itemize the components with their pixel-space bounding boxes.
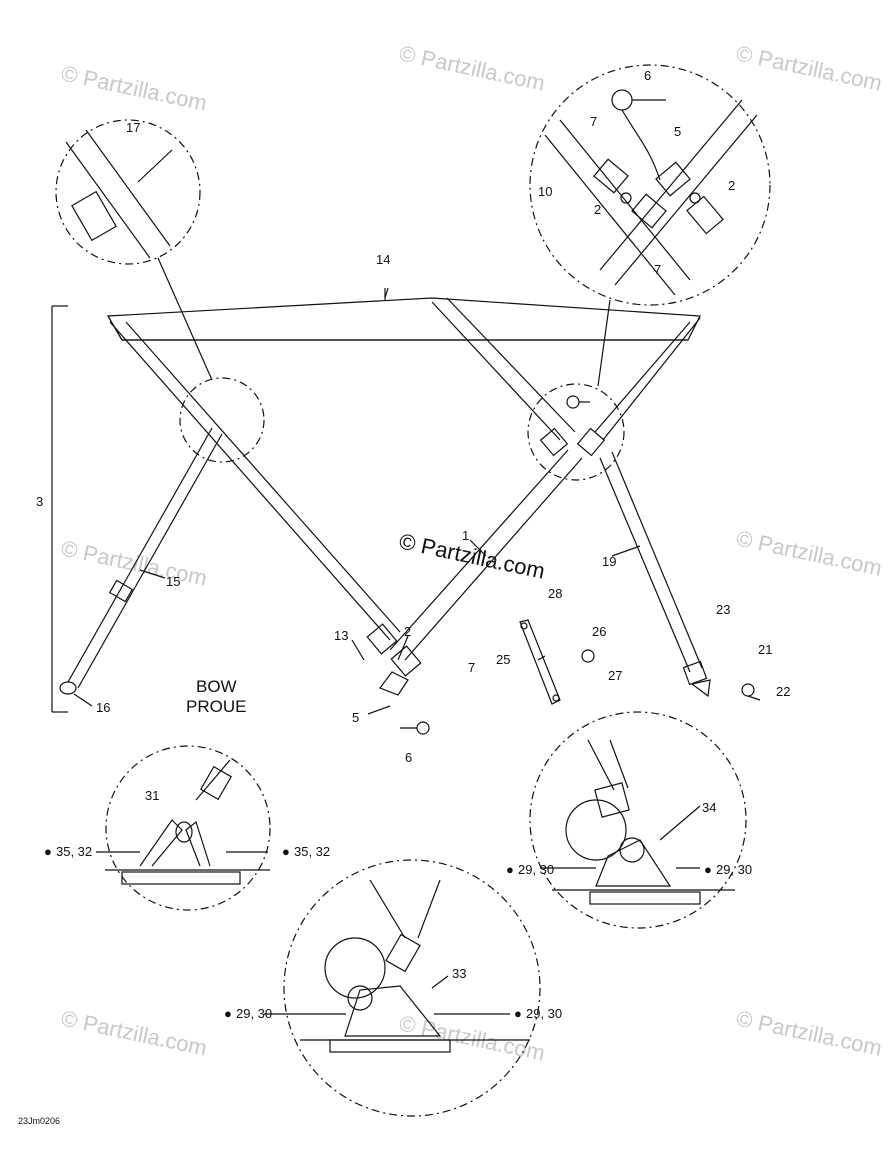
note-35-32-right: 35, 32 <box>294 844 330 859</box>
label-2: 2 <box>404 624 411 639</box>
drop-icon: ● <box>224 1006 232 1021</box>
main-bow-tube <box>379 449 583 696</box>
label-6: 6 <box>405 750 412 765</box>
label-7: 7 <box>590 114 597 129</box>
part-labels: 1 2 2 2 3 5 5 6 6 7 7 7 10 13 14 15 16 1… <box>36 68 790 981</box>
bow-label: BOW PROUE <box>186 677 246 716</box>
note-35-32-left: 35, 32 <box>56 844 92 859</box>
watermark-text: © Partzilla.com <box>59 60 209 115</box>
label-21: 21 <box>758 642 772 657</box>
label-1: 1 <box>462 528 469 543</box>
note-29-30: 29, 30 <box>716 862 752 877</box>
label-10: 10 <box>538 184 552 199</box>
label-19: 19 <box>602 554 616 569</box>
label-2: 2 <box>728 178 735 193</box>
proue-text: PROUE <box>186 697 246 716</box>
drop-icon: ● <box>506 862 514 877</box>
right-strut <box>599 451 711 698</box>
detail-circles <box>55 64 771 1117</box>
lubricant-notes: ● 35, 32 ● 35, 32 ● 29, 30 ● 29, 30 ● 29… <box>44 844 752 1021</box>
label-27: 27 <box>608 668 622 683</box>
note-29-30: 29, 30 <box>236 1006 272 1021</box>
pin-assemblies <box>400 395 761 735</box>
label-7: 7 <box>468 660 475 675</box>
label-14: 14 <box>376 252 390 267</box>
label-28: 28 <box>548 586 562 601</box>
label-3: 3 <box>36 494 43 509</box>
label-7: 7 <box>654 262 661 277</box>
label-6: 6 <box>644 68 651 83</box>
label-13: 13 <box>334 628 348 643</box>
detail-33 <box>300 879 530 1053</box>
height-bracket <box>51 305 68 713</box>
watermark-text: © Partzilla.com <box>734 40 884 95</box>
label-16: 16 <box>96 700 110 715</box>
detail-17 <box>65 129 173 259</box>
label-34: 34 <box>702 800 716 815</box>
leader-lines <box>73 287 701 1015</box>
watermark-text: © Partzilla.com <box>734 525 884 580</box>
label-31: 31 <box>145 788 159 803</box>
watermark-text: © Partzilla.com <box>734 1005 884 1060</box>
label-33: 33 <box>452 966 466 981</box>
watermark-text: © Partzilla.com <box>397 40 547 95</box>
figure-code: 23Jm0206 <box>18 1116 60 1126</box>
detail-top-right <box>544 89 758 296</box>
watermark-text: © Partzilla.com <box>59 1005 209 1060</box>
watermark-text: © Partzilla.com <box>397 1010 547 1065</box>
note-29-30: 29, 30 <box>526 1006 562 1021</box>
center-watermark: © Partzilla.com <box>397 528 547 583</box>
left-strap <box>59 427 223 695</box>
label-17: 17 <box>126 120 140 135</box>
label-5: 5 <box>352 710 359 725</box>
label-15: 15 <box>166 574 180 589</box>
strap-25 <box>519 619 561 705</box>
label-23: 23 <box>716 602 730 617</box>
watermarks: © Partzilla.com © Partzilla.com © Partzi… <box>59 40 884 1065</box>
label-22: 22 <box>776 684 790 699</box>
label-2: 2 <box>594 202 601 217</box>
label-25: 25 <box>496 652 510 667</box>
drop-icon: ● <box>44 844 52 859</box>
rear-bow-tubes <box>109 297 701 655</box>
bow-text: BOW <box>196 677 237 696</box>
label-5: 5 <box>674 124 681 139</box>
detail-34 <box>552 739 735 905</box>
detail-leaders <box>157 257 611 387</box>
detail-31 <box>105 759 270 885</box>
drop-icon: ● <box>514 1006 522 1021</box>
top-frame <box>106 288 701 341</box>
drop-icon: ● <box>282 844 290 859</box>
label-26: 26 <box>592 624 606 639</box>
watermark-text: © Partzilla.com <box>59 535 209 590</box>
note-29-30: 29, 30 <box>518 862 554 877</box>
drop-icon: ● <box>704 862 712 877</box>
